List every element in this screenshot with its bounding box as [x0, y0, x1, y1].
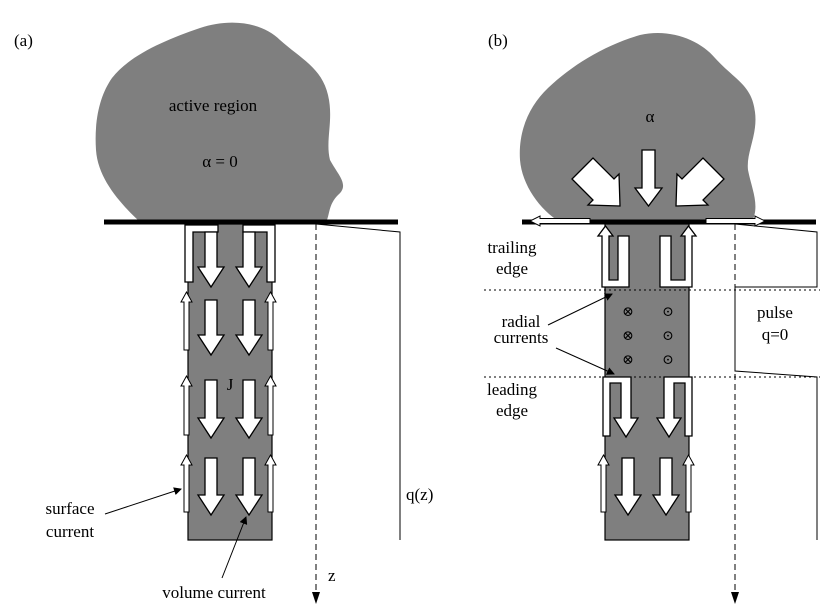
pulse-label-line2: q=0	[762, 325, 789, 344]
active-region-blob-b	[519, 32, 756, 222]
active-region-blob-a	[95, 22, 344, 223]
volume-arrow	[234, 299, 264, 357]
panel-b: (b) α ⊗ ⊗ ⊗ ⊙ ⊙ ⊙	[484, 31, 820, 604]
out-of-page-symbol: ⊙	[662, 305, 674, 320]
out-of-page-symbol: ⊙	[662, 353, 674, 368]
volume-arrow	[196, 231, 226, 289]
surface-arrow	[264, 374, 277, 436]
top-return-arrow-left	[184, 224, 219, 283]
leading-edge-label-line2: edge	[496, 401, 528, 420]
volume-arrow	[196, 299, 226, 357]
z-axis-arrowhead-a	[312, 592, 320, 604]
volume-current-pointer	[221, 516, 248, 579]
volume-arrow-b	[651, 457, 681, 517]
inflow-arrow-left	[571, 157, 621, 207]
into-page-symbol: ⊗	[622, 305, 634, 320]
active-region-label: active region	[169, 96, 258, 115]
pulse-label-line1: pulse	[757, 303, 793, 322]
radial-currents-pointer-top	[547, 293, 613, 326]
volume-current-label: volume current	[162, 583, 266, 602]
surface-current-pointer	[104, 487, 182, 515]
inflow-arrow-right	[675, 157, 725, 207]
radial-currents-label-line1: radial	[502, 312, 541, 331]
surface-arrow	[180, 453, 193, 513]
q-profile-b	[734, 223, 818, 540]
surface-arrow	[180, 290, 193, 351]
leading-edge-arrow-left	[602, 376, 640, 439]
flux-tube-a	[187, 223, 273, 541]
surface-arrow	[264, 290, 277, 351]
q-label: q(z)	[406, 485, 433, 504]
into-page-symbol: ⊗	[622, 353, 634, 368]
q-profile-a	[315, 223, 401, 540]
radial-currents-pointer-bottom	[555, 347, 615, 375]
trailing-return-arrow-right	[659, 224, 698, 288]
alpha-label: α	[646, 107, 655, 126]
surface-outflow-left	[528, 215, 591, 227]
surface-current-label-line2: current	[46, 522, 94, 541]
volume-arrow	[234, 379, 264, 440]
volume-arrow-b	[613, 457, 643, 517]
leading-edge-label-line1: leading	[487, 380, 538, 399]
surface-outflow-right	[705, 215, 767, 227]
z-axis-arrowhead-b	[731, 592, 739, 604]
panel-a-tag: (a)	[14, 31, 33, 50]
surface-arrow	[180, 374, 193, 436]
alpha-zero-label: α = 0	[202, 152, 238, 171]
panel-a: (a) active region α = 0 J z q(z	[14, 22, 433, 604]
trailing-edge-label-line1: trailing	[487, 238, 537, 257]
leading-edge-arrow-right	[655, 376, 693, 439]
panel-b-tag: (b)	[488, 31, 508, 50]
radial-currents-label-line2: currents	[494, 328, 549, 347]
volume-arrow	[196, 457, 226, 517]
surface-arrow-b	[597, 453, 610, 513]
volume-arrow	[234, 457, 264, 517]
surface-arrow-b	[682, 453, 695, 513]
surface-arrow	[264, 453, 277, 513]
inflow-arrow-center	[633, 149, 664, 208]
surface-current-label-line1: surface	[45, 499, 94, 518]
volume-arrow	[234, 231, 264, 289]
into-page-symbol: ⊗	[622, 329, 634, 344]
z-axis-label: z	[328, 566, 336, 585]
trailing-edge-label-line2: edge	[496, 259, 528, 278]
trailing-return-arrow-left	[596, 224, 630, 288]
out-of-page-symbol: ⊙	[662, 329, 674, 344]
current-density-label: J	[227, 375, 234, 394]
volume-arrow	[196, 379, 226, 440]
